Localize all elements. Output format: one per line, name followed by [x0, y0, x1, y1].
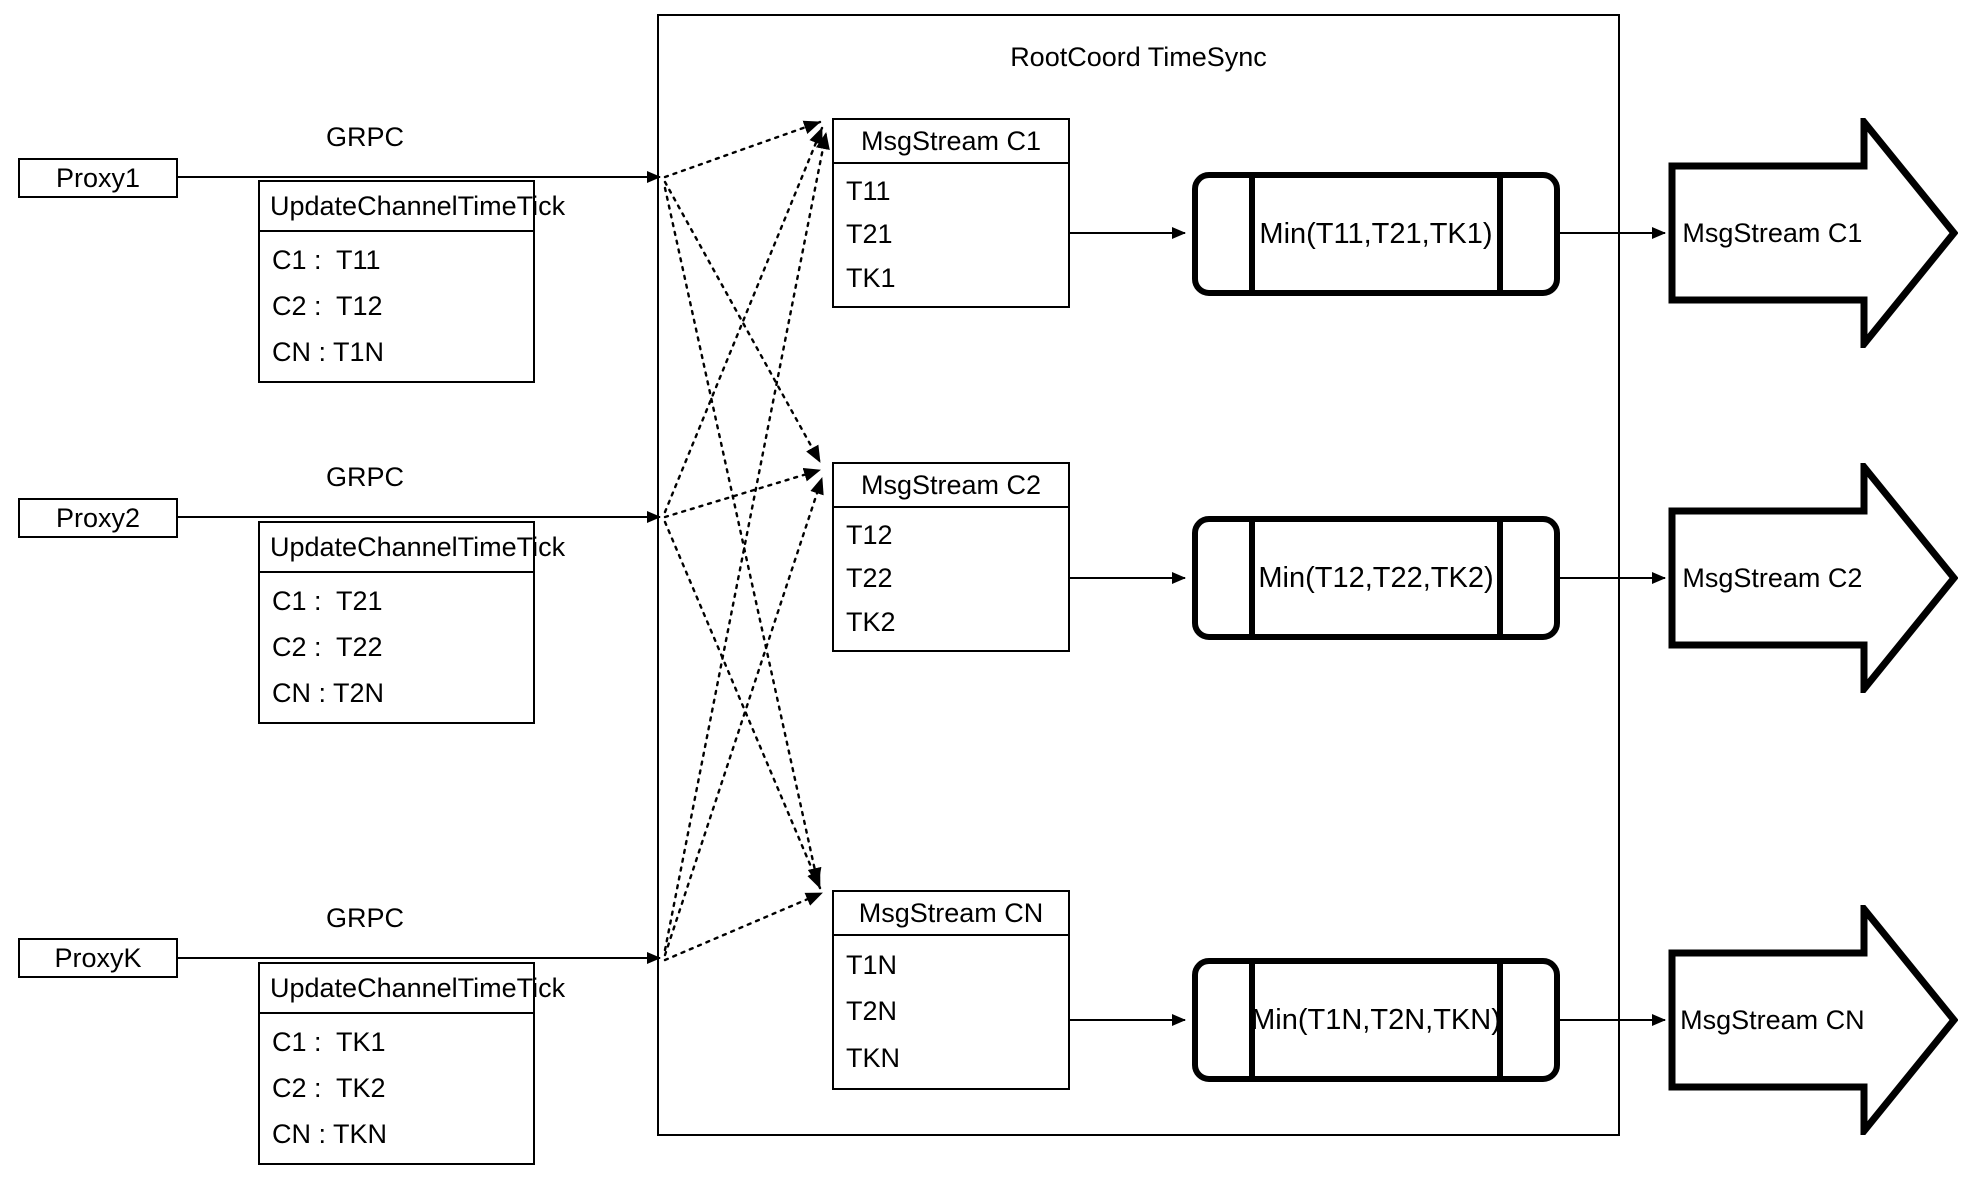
msgstream-row: TK1 [846, 262, 896, 293]
rootcoord-timesync-title: RootCoord TimeSync [1010, 42, 1267, 72]
timetick-row: CN : T1N [272, 336, 385, 367]
timetick-row: CN : TKN [272, 1118, 388, 1149]
msgstream-row: T1N [846, 949, 898, 980]
grpc-label-1: GRPC [325, 122, 404, 152]
min-label-c1: Min(T11,T21,TK1) [1259, 217, 1493, 250]
proxy-box-k[interactable]: ProxyK [18, 938, 178, 978]
proxy-label: Proxy2 [55, 502, 141, 533]
update-channel-timetick-box-1: UpdateChannelTimeTick C1 : T11 C2 : T12 … [258, 180, 565, 383]
block-arrow-outline [1668, 112, 1959, 354]
timetick-row: C2 : TK2 [272, 1072, 386, 1103]
msgstream-row: T21 [846, 219, 893, 250]
update-channel-timetick-title-k: UpdateChannelTimeTick [260, 964, 565, 1014]
output-arrow-label-c1: MsgStream C1 [1682, 217, 1863, 248]
proxy-label: Proxy1 [55, 162, 141, 193]
update-channel-timetick-box-k: UpdateChannelTimeTick C1 : TK1 C2 : TK2 … [258, 962, 565, 1165]
proxy-box-1[interactable]: Proxy1 [18, 158, 178, 198]
min-shape-outline [1192, 172, 1560, 296]
grpc-label-k: GRPC [325, 903, 404, 933]
update-channel-timetick-title-2: UpdateChannelTimeTick [260, 523, 565, 573]
min-shape-c1: Min(T11,T21,TK1) [1192, 172, 1560, 296]
msgstream-row: TKN [846, 1043, 900, 1074]
min-shape-c2: Min(T12,T22,TK2) [1192, 516, 1560, 640]
output-arrow-cn: MsgStream CN [1668, 899, 1959, 1141]
block-arrow-outline [1668, 899, 1959, 1141]
block-arrow-outline [1668, 457, 1959, 699]
msgstream-title-c1: MsgStream C1 [834, 120, 1068, 164]
update-channel-timetick-title-1: UpdateChannelTimeTick [260, 182, 565, 232]
msgstream-box-c2: MsgStream C2 T12 T22 TK2 [832, 462, 1070, 652]
msgstream-title-c2: MsgStream C2 [834, 464, 1068, 508]
rootcoord-timesync-container [657, 14, 1620, 1136]
proxy-label: ProxyK [54, 942, 142, 973]
msgstream-box-c1: MsgStream C1 T11 T21 TK1 [832, 118, 1070, 308]
msgstream-row: T22 [846, 563, 893, 594]
timetick-row: C2 : T12 [272, 290, 383, 321]
msgstream-row: T2N [846, 996, 898, 1027]
min-label-c2: Min(T12,T22,TK2) [1258, 561, 1494, 594]
timetick-row: C1 : T21 [272, 586, 383, 617]
min-shape-outline [1192, 516, 1560, 640]
min-label-cn: Min(T1N,T2N,TKN) [1251, 1003, 1501, 1036]
update-channel-timetick-box-2: UpdateChannelTimeTick C1 : T21 C2 : T22 … [258, 521, 565, 724]
proxy-box-2[interactable]: Proxy2 [18, 498, 178, 538]
timetick-row: C1 : TK1 [272, 1027, 386, 1058]
msgstream-title-cn: MsgStream CN [834, 892, 1068, 936]
output-arrow-label-c2: MsgStream C2 [1682, 562, 1863, 593]
timetick-row: CN : T2N [272, 677, 385, 708]
output-arrow-c2: MsgStream C2 [1668, 457, 1959, 699]
msgstream-row: T11 [846, 176, 891, 207]
min-shape-outline [1192, 958, 1560, 1082]
output-arrow-label-cn: MsgStream CN [1680, 1004, 1865, 1035]
timetick-row: C2 : T22 [272, 631, 383, 662]
timetick-row: C1 : T11 [272, 245, 381, 276]
min-shape-cn: Min(T1N,T2N,TKN) [1192, 958, 1560, 1082]
msgstream-row: T12 [846, 520, 893, 551]
msgstream-row: TK2 [846, 606, 896, 637]
msgstream-box-cn: MsgStream CN T1N T2N TKN [832, 890, 1070, 1090]
output-arrow-c1: MsgStream C1 [1668, 112, 1959, 354]
grpc-label-2: GRPC [325, 462, 404, 492]
